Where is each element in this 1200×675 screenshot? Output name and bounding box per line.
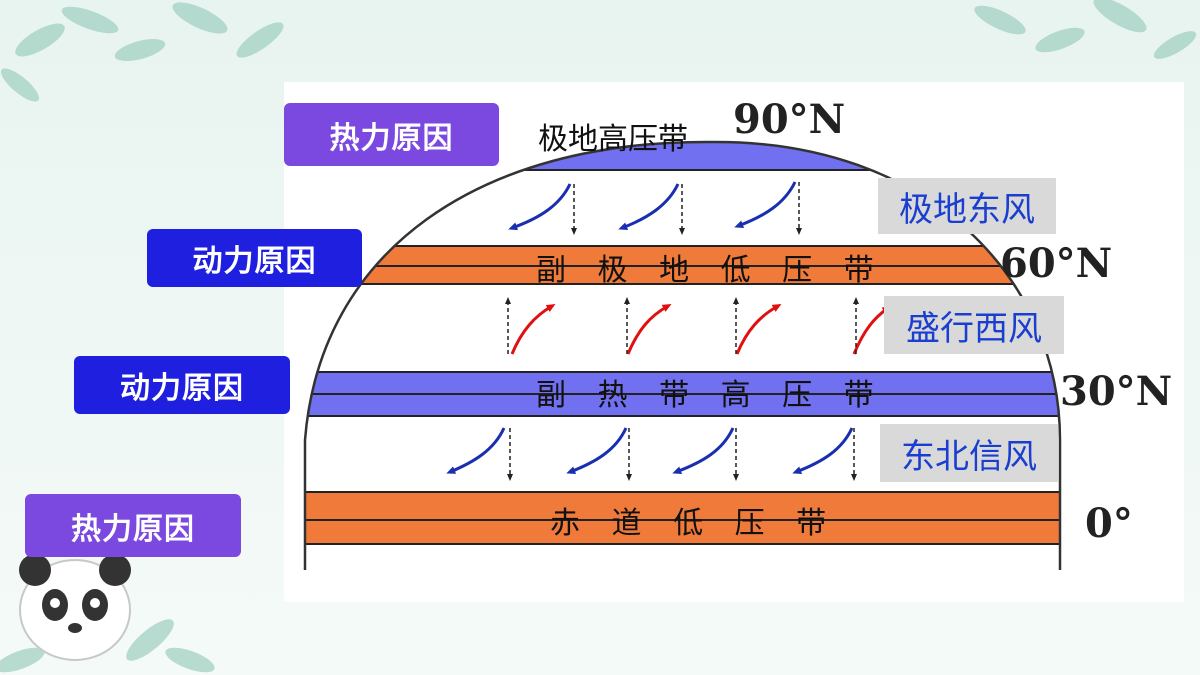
latitude-0-label: 0° (1085, 500, 1133, 547)
dynamic-cause-button-lower[interactable]: 动力原因 (74, 356, 290, 414)
northeast-trade-arrows (446, 427, 854, 475)
polar-easterly-arrows (508, 181, 797, 231)
dynamic-cause-button-upper[interactable]: 动力原因 (147, 229, 362, 287)
latitude-30n-label: 30°N (1060, 368, 1173, 415)
subtropical-high-label: 副 热 带 高 压 带 (536, 378, 885, 413)
westerly-rising-arrows (505, 297, 859, 354)
thermal-cause-button-top[interactable]: 热力原因 (284, 103, 499, 166)
leaf-decoration-top-right (974, 0, 1197, 59)
northeast-trades-label: 东北信风 (880, 424, 1058, 482)
polar-descending-arrows (571, 182, 802, 235)
polar-high-label: 极地高压带 (538, 122, 688, 157)
westerly-arrows (510, 303, 892, 355)
panda-decoration (0, 554, 215, 673)
thermal-cause-button-bottom[interactable]: 热力原因 (25, 494, 241, 557)
equatorial-low-label: 赤 道 低 压 带 (550, 506, 838, 541)
trade-descending-arrows (507, 428, 857, 481)
subpolar-low-label: 副 极 地 低 压 带 (536, 253, 885, 288)
equatorial-low-band (305, 491, 1060, 545)
westerlies-label: 盛行西风 (884, 296, 1064, 354)
latitude-60n-label: 60°N (1000, 240, 1113, 287)
polar-easterlies-label: 极地东风 (878, 178, 1056, 234)
latitude-90n-label: 90°N (733, 96, 846, 143)
leaf-decoration-top-left (0, 2, 284, 102)
